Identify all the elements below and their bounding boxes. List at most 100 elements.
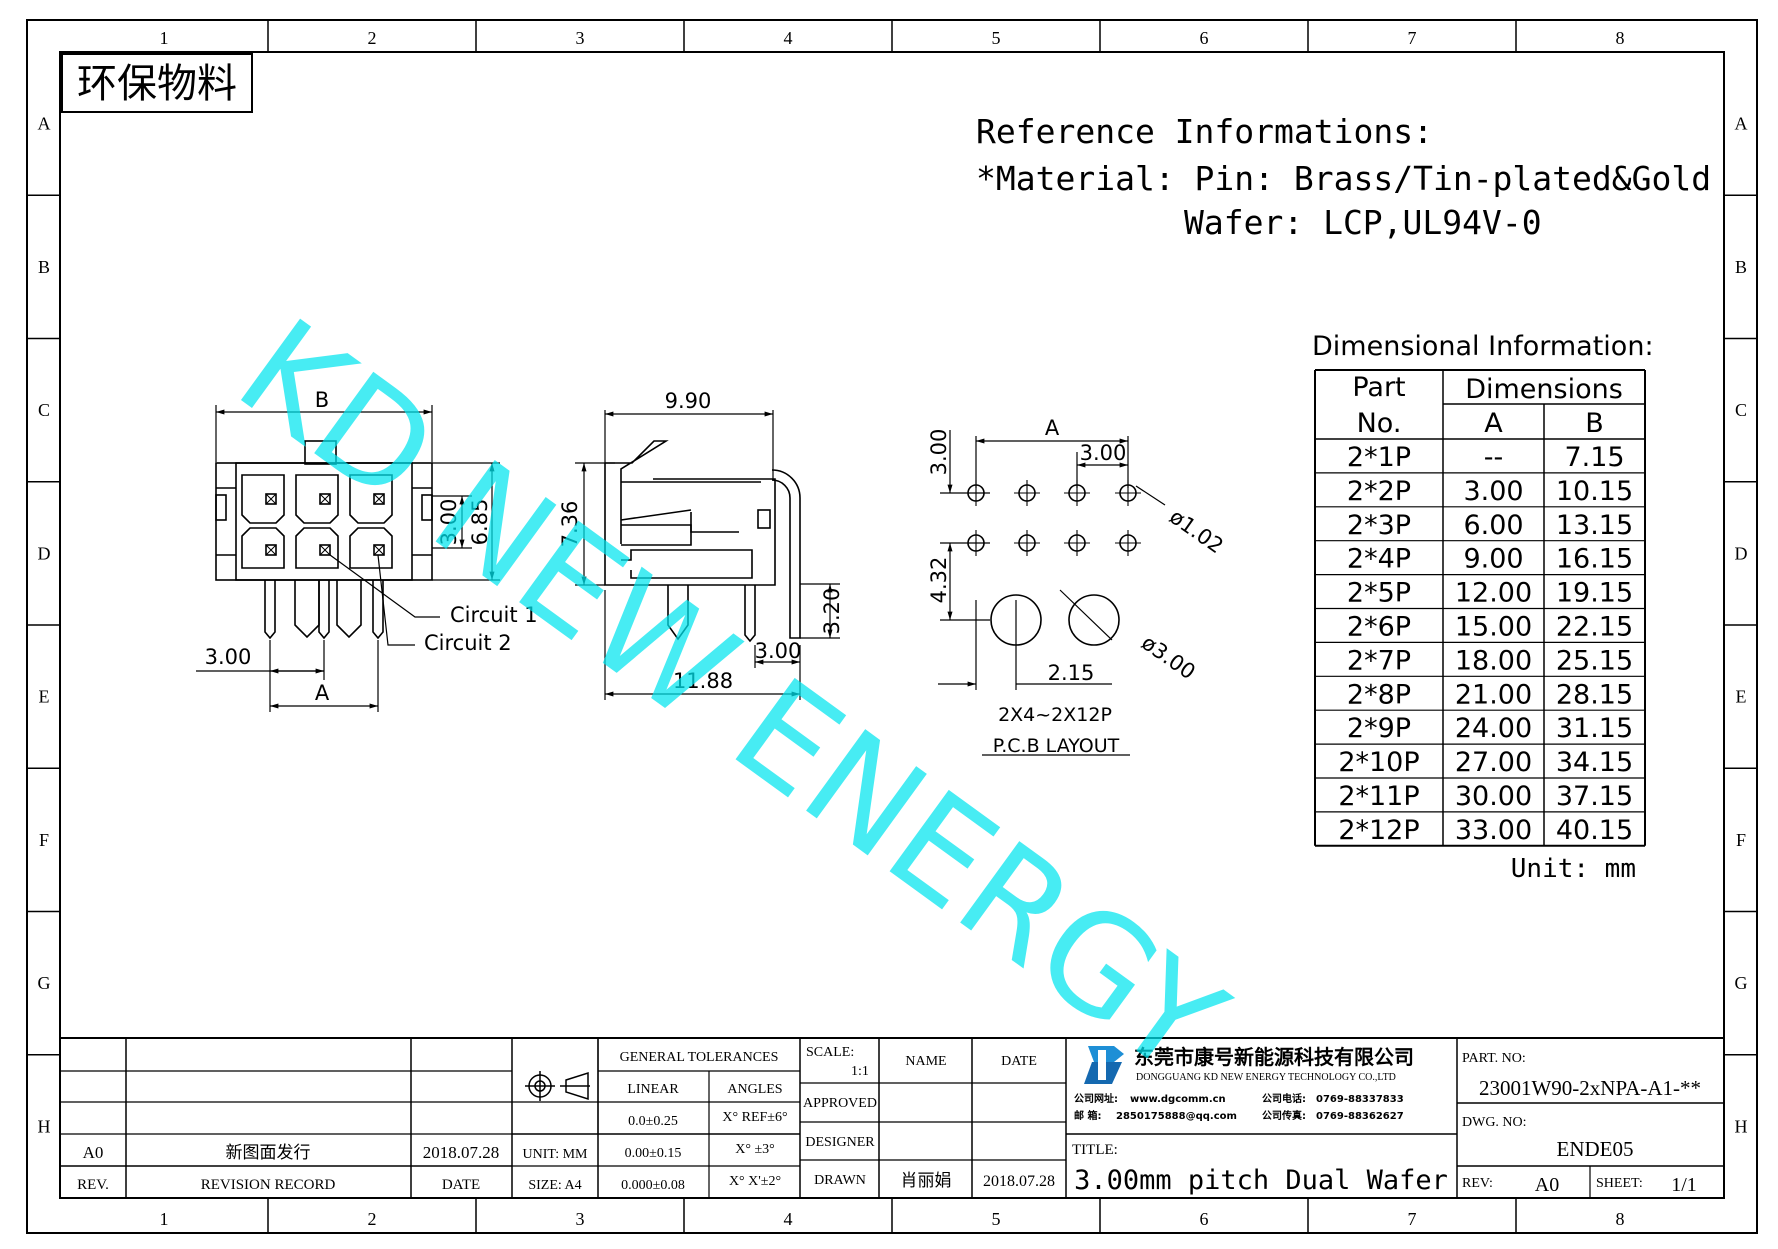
tol-angle-3: X° X'±2° [729, 1174, 781, 1189]
grid-row-label: H [1735, 1116, 1748, 1136]
date-label: DATE [442, 1177, 480, 1193]
part-no-cell: 2*9P [1347, 713, 1411, 744]
grid-col-label: 4 [784, 28, 793, 48]
col-part-no-header: No. [1357, 408, 1402, 439]
date-value: 2018.07.28 [423, 1143, 500, 1162]
company-name-en: DONGGUANG KD NEW ENERGY TECHNOLOGY CO.,L… [1136, 1072, 1396, 1083]
grid-col-label: 5 [992, 1209, 1001, 1229]
dim-a-cell: 6.00 [1463, 510, 1523, 541]
grid-row-label: E [39, 687, 50, 707]
drawing-title: 3.00mm pitch Dual Wafer [1074, 1165, 1448, 1196]
pcb-dim-300-top: 3.00 [1080, 441, 1127, 465]
part-no-cell: 2*6P [1347, 612, 1411, 643]
dim-a-cell: 3.00 [1463, 476, 1523, 507]
material-line: *Material: Pin: Brass/Tin-plated&Gold [976, 159, 1711, 198]
tol-angle-2: X° ±3° [735, 1142, 775, 1157]
company-fax-label: 公司传真: [1262, 1109, 1306, 1122]
hole-large-label: ø3.00 [1137, 630, 1200, 684]
dwg-no-label: DWG. NO: [1462, 1115, 1527, 1130]
grid-row-label: F [39, 830, 49, 850]
date-header: DATE [1001, 1054, 1037, 1069]
drawn-date: 2018.07.28 [983, 1173, 1055, 1190]
table-row: 2*1P -- 7.15 [1347, 442, 1625, 473]
sheet-value: 1/1 [1671, 1174, 1697, 1196]
rev-value-2: A0 [1535, 1174, 1559, 1196]
company-web: www.dgcomm.cn [1130, 1094, 1226, 1105]
kd-new-energy-watermark: KD NEW ENERGY [211, 288, 1252, 1106]
side-dim-320: 3.20 [820, 588, 844, 635]
part-no-cell: 2*1P [1347, 442, 1411, 473]
front-dim-685: 6.85 [468, 499, 492, 546]
title-block-grid [59, 1037, 1725, 1199]
dim-a-cell: -- [1484, 442, 1504, 473]
grid-ticks [27, 20, 1757, 1233]
eco-stamp-box [61, 53, 253, 113]
grid-col-label: 6 [1200, 28, 1209, 48]
part-no-cell: 2*5P [1347, 578, 1411, 609]
grid-col-label: 2 [368, 28, 377, 48]
pcb-dim-432: 4.32 [927, 557, 951, 604]
grid-row-label: G [38, 973, 51, 993]
grid-col-label: 3 [576, 28, 585, 48]
scale-value: 1:1 [851, 1064, 869, 1079]
part-number: 23001W90-2xNPA-A1-** [1479, 1076, 1701, 1100]
front-dim-b: B [315, 388, 329, 412]
dim-b-cell: 25.15 [1556, 645, 1633, 676]
grid-col-label: 1 [160, 1209, 169, 1229]
dim-a-cell: 30.00 [1455, 781, 1532, 812]
front-dim-pitch: 3.00 [205, 645, 252, 669]
tol-linear-1: 0.0±0.25 [628, 1114, 678, 1129]
part-no-cell: 2*10P [1338, 747, 1419, 778]
pcb-dim-300-left: 3.00 [927, 429, 951, 476]
linear-label: LINEAR [627, 1082, 679, 1097]
dim-a-cell: 18.00 [1455, 645, 1532, 676]
eco-stamp: 环保物料 [77, 61, 237, 106]
part-no-label: PART. NO: [1462, 1051, 1526, 1066]
dim-a-cell: 24.00 [1455, 713, 1532, 744]
grid-row-label: B [1735, 257, 1747, 277]
company-name-cn: 东莞市康号新能源科技有限公司 [1134, 1045, 1414, 1069]
grid-row-label: D [1735, 543, 1748, 563]
tolerance-section: UNIT: MM SIZE: A4 GENERAL TOLERANCES LIN… [522, 1050, 787, 1193]
grid-row-label: C [1735, 400, 1747, 420]
company-phone-label: 公司电话: [1262, 1092, 1306, 1105]
part-no-cell: 2*11P [1338, 781, 1419, 812]
rev-value: A0 [83, 1143, 104, 1162]
dim-b-cell: 40.15 [1556, 815, 1633, 846]
grid-col-label: 7 [1408, 1209, 1417, 1229]
rev-label: REV. [77, 1177, 109, 1193]
grid-row-label: F [1736, 830, 1746, 850]
part-no-cell: 2*4P [1347, 544, 1411, 575]
part-section: PART. NO: 23001W90-2xNPA-A1-** DWG. NO: … [1462, 1051, 1701, 1196]
drawn-label: DRAWN [814, 1173, 866, 1188]
grid-col-label: 5 [992, 28, 1001, 48]
grid-col-label: 8 [1616, 28, 1625, 48]
grid-row-label: G [1735, 973, 1748, 993]
dim-b-cell: 7.15 [1564, 442, 1624, 473]
title-label: TITLE: [1072, 1142, 1118, 1158]
front-dim-300: 3.00 [437, 499, 461, 546]
grid-row-label: H [38, 1116, 51, 1136]
company-section: 东莞市康号新能源科技有限公司 DONGGUANG KD NEW ENERGY T… [1072, 1045, 1448, 1196]
pcb-dim-215: 2.15 [1048, 661, 1095, 685]
scale-label: SCALE: [806, 1045, 854, 1060]
dim-b-cell: 16.15 [1556, 544, 1633, 575]
size-a4: SIZE: A4 [528, 1178, 581, 1193]
grid-row-label: A [38, 114, 51, 134]
general-tolerances: GENERAL TOLERANCES [620, 1050, 779, 1065]
side-dim-990: 9.90 [665, 389, 712, 413]
circuit-1-label: Circuit 1 [450, 603, 538, 627]
dwg-number: ENDE05 [1557, 1137, 1634, 1161]
approved-label: APPROVED [803, 1096, 877, 1111]
side-dim-300: 3.00 [755, 639, 802, 663]
reference-heading: Reference Informations: [976, 112, 1433, 151]
